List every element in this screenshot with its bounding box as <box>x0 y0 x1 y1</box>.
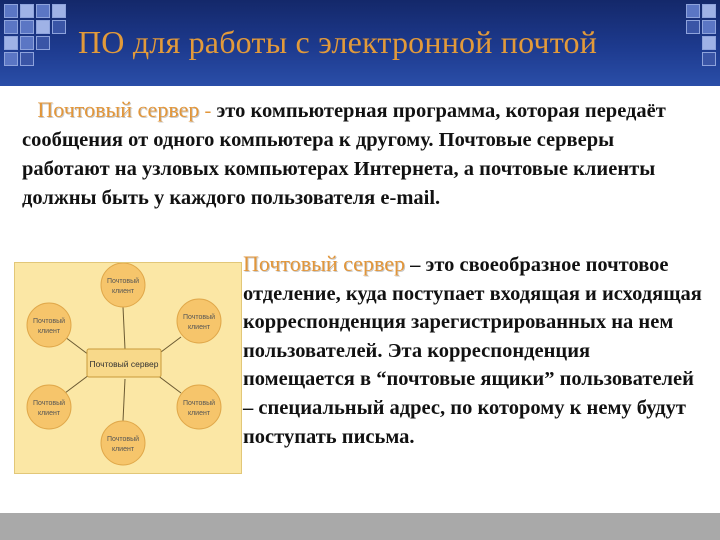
arrow-line <box>122 378 126 422</box>
slide-title: ПО для работы с электронной почтой <box>78 24 598 60</box>
slide-header: ПО для работы с электронной почтой <box>0 0 720 86</box>
client-circle <box>100 263 146 308</box>
arrow-line <box>156 374 182 394</box>
decor-square <box>36 36 50 50</box>
client-circle <box>176 298 222 344</box>
term-dash: - <box>199 100 217 122</box>
decor-square <box>686 20 700 34</box>
decor-square <box>702 52 716 66</box>
arrow-line <box>64 374 90 394</box>
decor-square <box>52 4 66 18</box>
client-label-line2: клиент <box>112 446 135 453</box>
decor-square <box>52 20 66 34</box>
decor-square <box>4 52 18 66</box>
diagram-arrows <box>64 306 182 422</box>
decor-square <box>702 36 716 50</box>
term-mail-server: Почтовый сервер <box>243 251 405 276</box>
decor-square <box>4 4 18 18</box>
client-circle <box>176 384 222 430</box>
client-label-line1: Почтовый <box>107 435 139 443</box>
arrow-line <box>64 336 90 356</box>
decor-square <box>36 4 50 18</box>
decor-square <box>20 36 34 50</box>
client-label-line1: Почтовый <box>107 277 139 285</box>
client-circle <box>26 384 72 430</box>
decor-square <box>20 20 34 34</box>
client-label-line1: Почтовый <box>183 399 215 407</box>
client-label-line2: клиент <box>38 410 61 417</box>
client-label-line1: Почтовый <box>33 399 65 407</box>
decor-square <box>20 52 34 66</box>
term-mail-server: Почтовый сервер <box>37 97 200 122</box>
client-circle <box>26 302 72 348</box>
decor-square <box>702 20 716 34</box>
client-circle <box>100 420 146 466</box>
client-label-line2: клиент <box>112 288 135 295</box>
definition-text: это компьютерная программа, которая пере… <box>22 100 666 209</box>
decor-square <box>20 4 34 18</box>
client-label-line1: Почтовый <box>183 313 215 321</box>
center-box <box>86 348 162 378</box>
paragraph-analogy: Почтовый сервер – это своеобразное почто… <box>243 250 703 451</box>
decor-square <box>36 20 50 34</box>
client-label-line2: клиент <box>38 328 61 335</box>
slide-footer-bar <box>0 513 720 540</box>
decor-square <box>702 4 716 18</box>
diagram-svg: Почтовый сервер Почтовый клиент Почтовый… <box>26 263 222 466</box>
paragraph-definition: Почтовый сервер - это компьютерная прогр… <box>22 95 698 213</box>
mail-server-diagram: Почтовый сервер Почтовый клиент Почтовый… <box>14 262 242 474</box>
client-label-line1: Почтовый <box>33 317 65 325</box>
arrow-line <box>122 306 126 350</box>
client-label-line2: клиент <box>188 410 211 417</box>
center-label: Почтовый сервер <box>90 359 159 369</box>
decor-square <box>4 36 18 50</box>
decor-square <box>4 20 18 34</box>
client-label-line2: клиент <box>188 324 211 331</box>
decor-square <box>686 4 700 18</box>
analogy-text: – это своеобразное почтовое отделение, к… <box>243 254 702 448</box>
